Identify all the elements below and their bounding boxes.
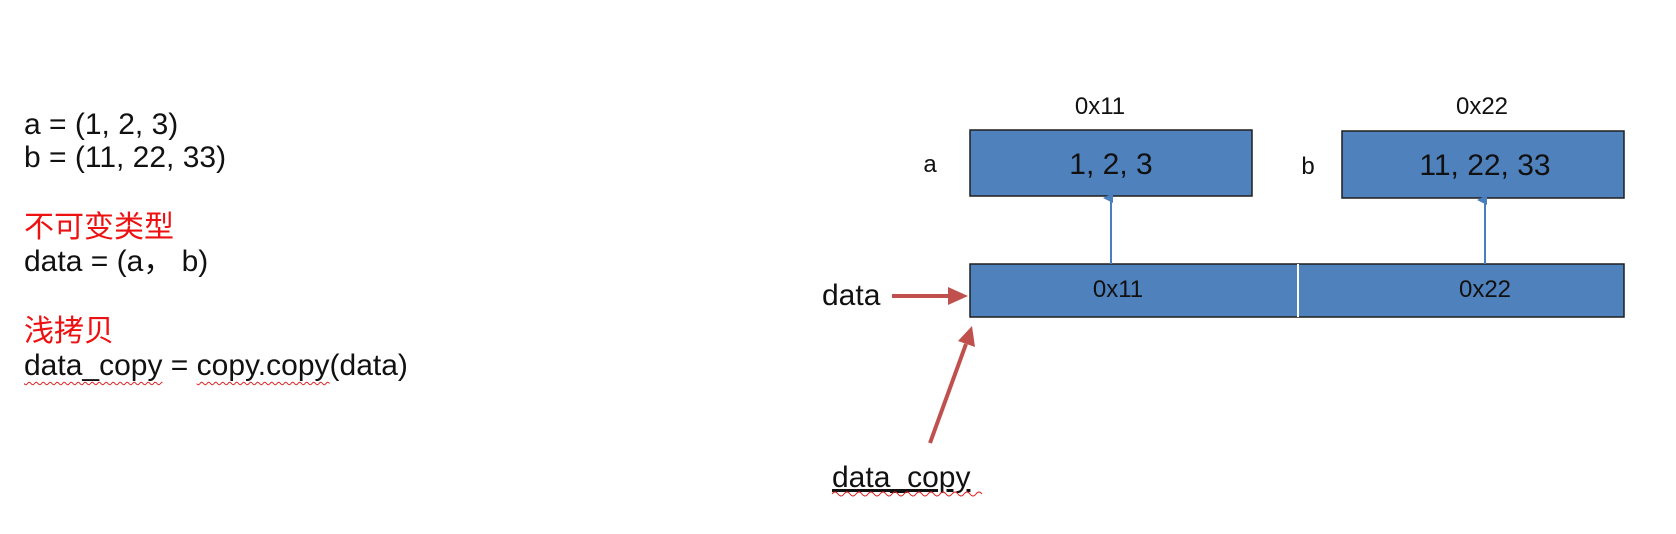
tuple-box-b bbox=[1341, 130, 1625, 199]
address-label-b: 0x22 bbox=[1456, 93, 1508, 120]
assign-token: = bbox=[162, 349, 197, 382]
tuple-box-a-value: 1, 2, 3 bbox=[1069, 148, 1152, 181]
variable-label-a: a bbox=[923, 151, 937, 178]
data-copy-token: data_copy bbox=[24, 349, 163, 382]
copy-call-token: copy.copy bbox=[196, 349, 330, 382]
code-line-data: data = (a， b) bbox=[24, 245, 209, 278]
heading-immutable-type: 不可变类型 bbox=[24, 211, 174, 244]
data-copy-pointer-arrow-shaft bbox=[928, 343, 968, 444]
data-pointer-arrow-head bbox=[948, 287, 968, 305]
variable-label-b: b bbox=[1301, 153, 1314, 180]
data-copy-pointer-arrow-head bbox=[958, 326, 975, 347]
data-cell-1-address: 0x11 bbox=[1093, 276, 1143, 303]
heading-shallow-copy: 浅拷贝 bbox=[24, 315, 114, 348]
address-label-a: 0x11 bbox=[1075, 93, 1125, 120]
tuple-box-b-value: 11, 22, 33 bbox=[1419, 149, 1550, 182]
copy-arg-token: (data) bbox=[329, 349, 408, 382]
data-cell-2-address: 0x22 bbox=[1459, 276, 1511, 303]
code-line-copy: data_copy = copy.copy(data) bbox=[24, 349, 408, 383]
spellcheck-squiggle bbox=[831, 491, 983, 497]
data-variable-label: data bbox=[822, 279, 881, 312]
code-line-a: a = (1, 2, 3) bbox=[24, 108, 179, 141]
data-copy-variable-label: data_copy bbox=[832, 461, 970, 494]
code-line-b: b = (11, 22, 33) bbox=[24, 141, 227, 174]
